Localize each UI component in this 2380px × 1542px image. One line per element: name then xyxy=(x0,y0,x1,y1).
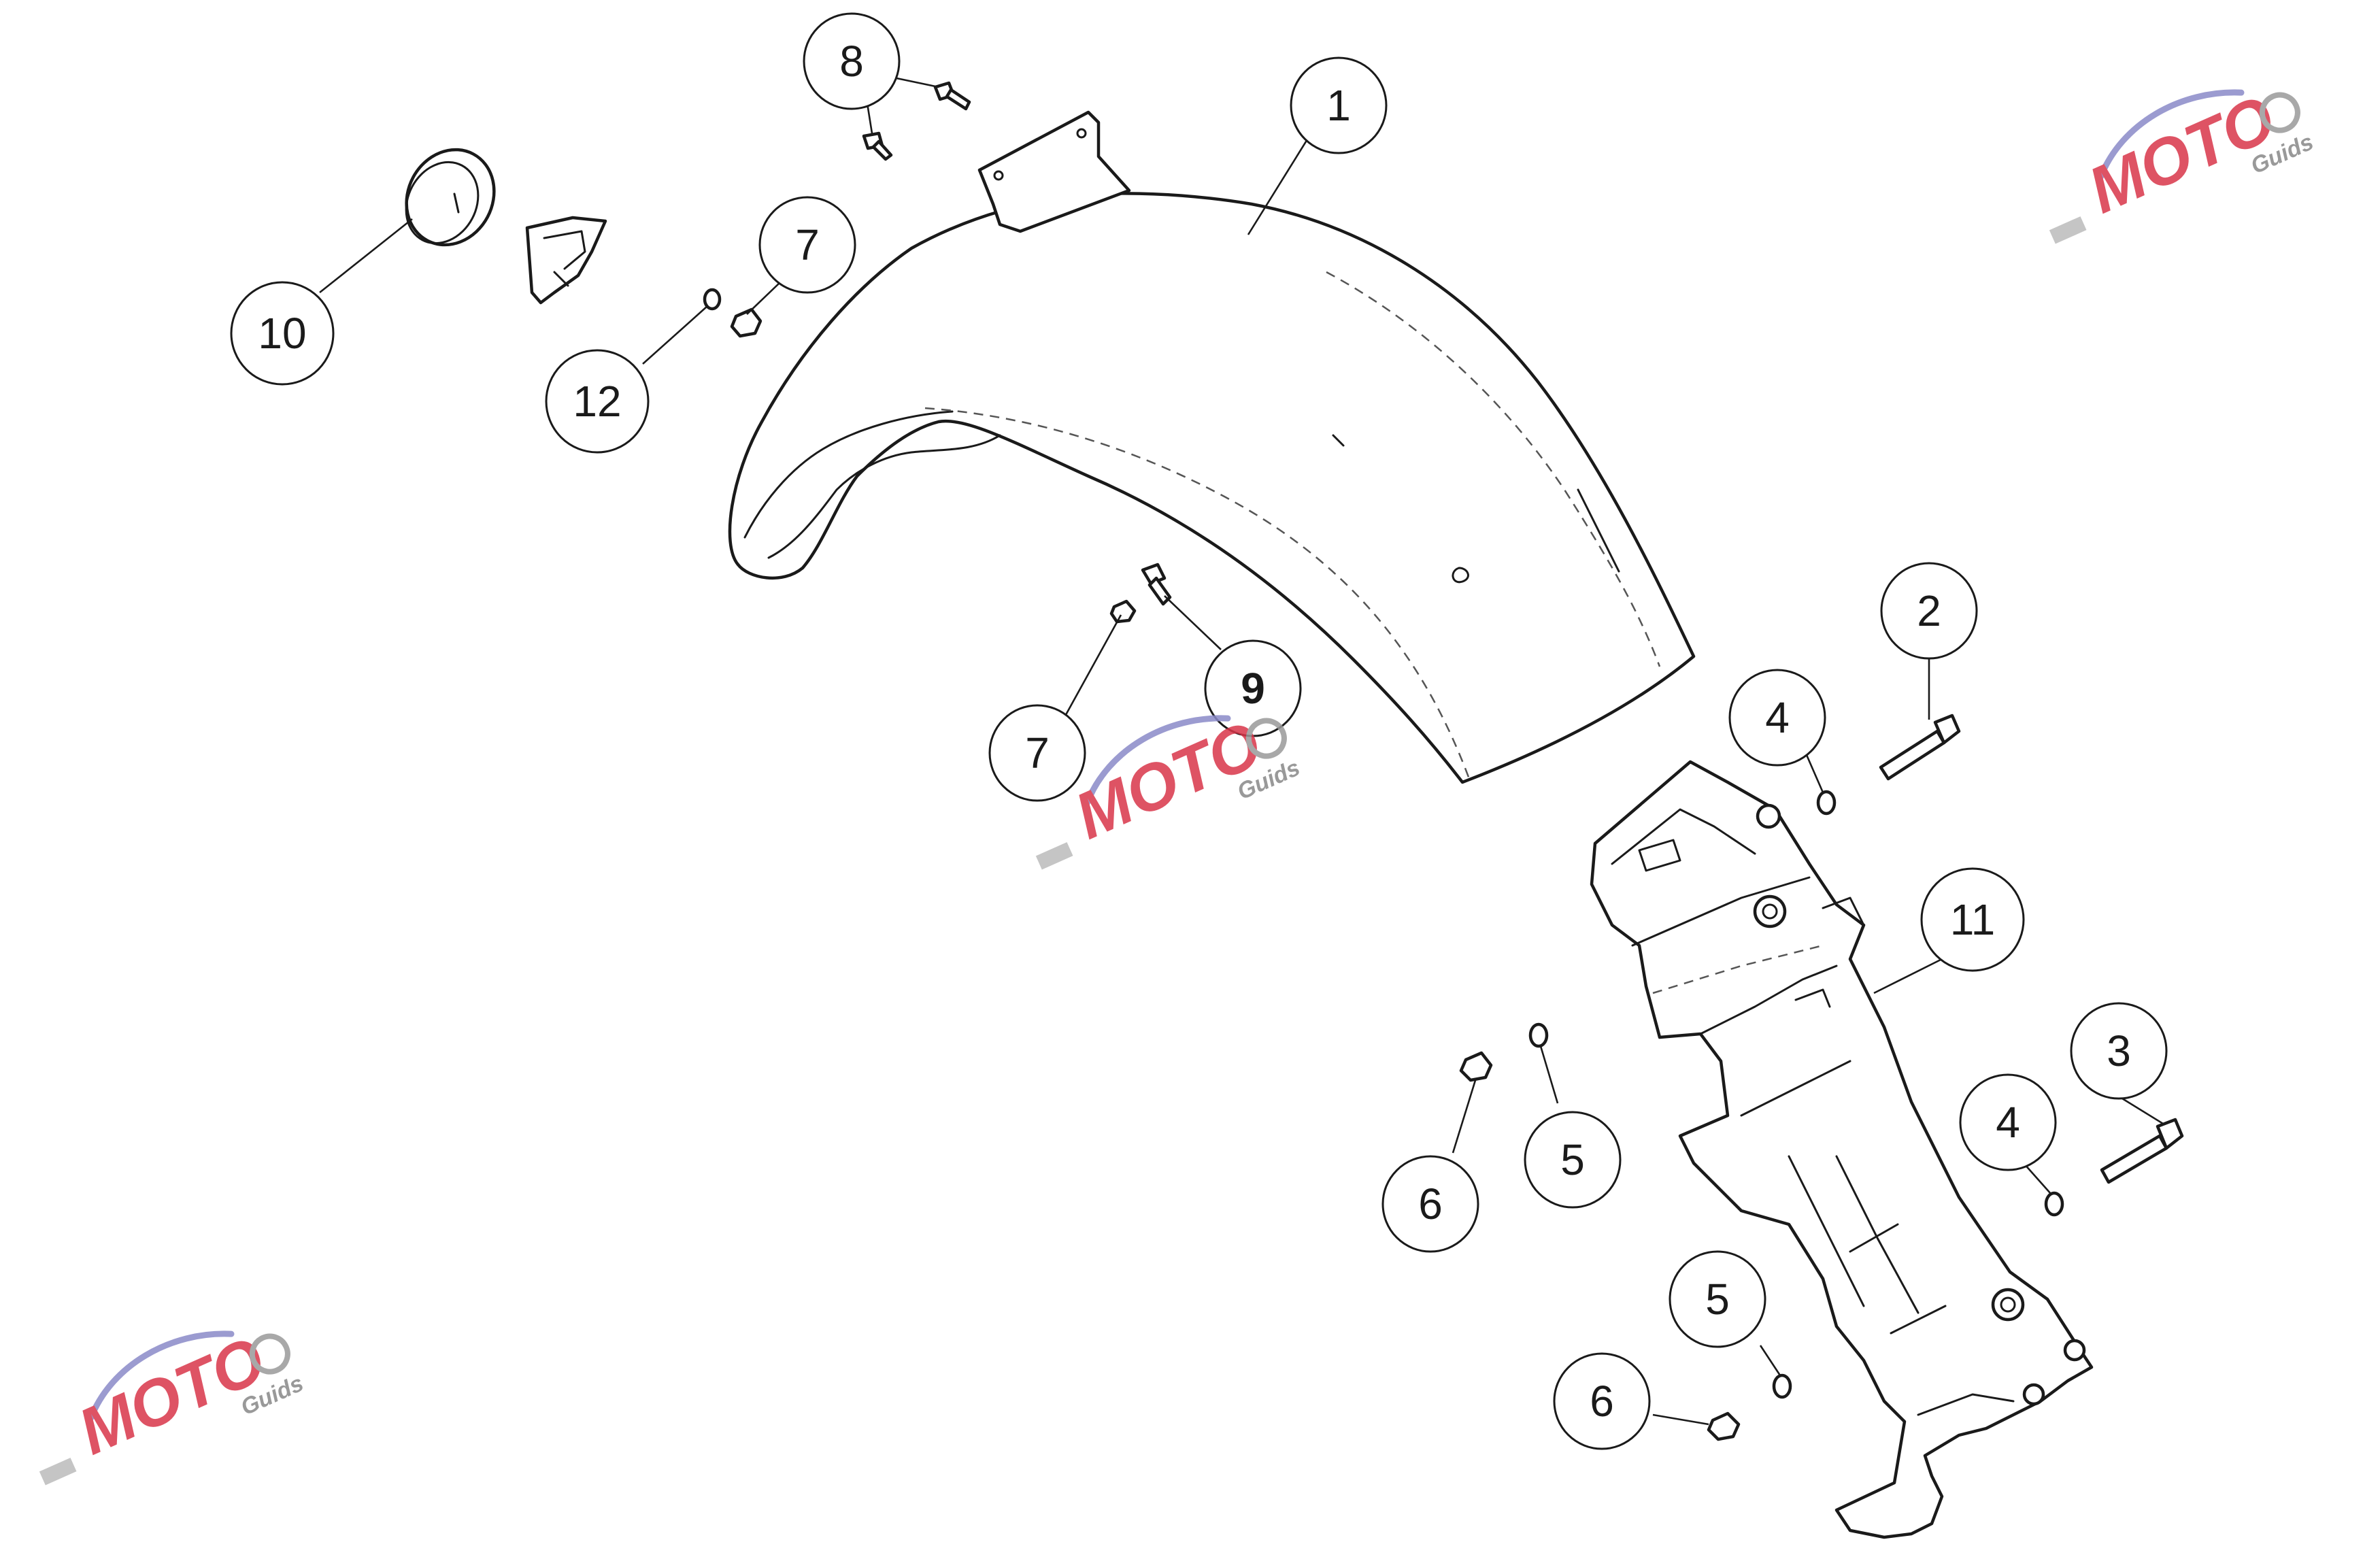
gear-icon xyxy=(2259,92,2300,133)
svg-text:6: 6 xyxy=(1418,1179,1443,1228)
part-screw-9 xyxy=(1141,563,1172,606)
callout-7-top: 7 xyxy=(758,196,856,294)
part-reflector xyxy=(405,148,496,247)
part-screw-8-a xyxy=(933,81,971,111)
svg-text:8: 8 xyxy=(839,37,864,86)
svg-text:1: 1 xyxy=(1326,81,1351,130)
part-washer-5-bottom xyxy=(1772,1373,1792,1399)
part-plate-bracket xyxy=(1590,760,2094,1539)
part-nut-7-mid xyxy=(1109,599,1137,624)
svg-text:5: 5 xyxy=(1560,1135,1585,1184)
svg-text:6: 6 xyxy=(1590,1377,1614,1426)
svg-text:7: 7 xyxy=(1025,728,1050,777)
svg-text:12: 12 xyxy=(573,377,621,426)
svg-text:2: 2 xyxy=(1917,586,1941,635)
callout-6-bottom: 6 xyxy=(1553,1352,1651,1450)
callout-4-bottom: 4 xyxy=(1959,1073,2057,1171)
part-washer-4-top xyxy=(1816,790,1837,816)
callout-8: 8 xyxy=(803,12,901,110)
callout-9: 9 xyxy=(1204,639,1302,737)
gear-icon xyxy=(249,1333,290,1375)
part-bolt-3 xyxy=(2100,1118,2184,1184)
part-nut-6-top xyxy=(1459,1051,1493,1082)
callout-5-top: 5 xyxy=(1524,1111,1622,1209)
svg-text:3: 3 xyxy=(2107,1026,2131,1075)
gear-icon xyxy=(1245,718,1287,759)
part-washer-5-top xyxy=(1528,1022,1549,1048)
svg-text:11: 11 xyxy=(1950,895,1995,944)
svg-text:4: 4 xyxy=(1765,693,1790,742)
part-bolt-2 xyxy=(1879,714,1961,781)
svg-text:10: 10 xyxy=(258,309,306,358)
svg-text:5: 5 xyxy=(1705,1275,1730,1324)
watermark-top-right: MOTO Guids xyxy=(2049,82,2317,244)
callout-3: 3 xyxy=(2070,1002,2168,1100)
callout-11: 11 xyxy=(1920,867,2025,972)
part-screw-8-b xyxy=(862,131,893,161)
callouts: 1 2 3 4 4 5 5 6 xyxy=(230,12,2168,1450)
callout-1: 1 xyxy=(1290,56,1388,154)
callout-4-top: 4 xyxy=(1728,669,1826,767)
callout-5-bottom: 5 xyxy=(1669,1250,1766,1348)
svg-text:7: 7 xyxy=(795,220,820,269)
part-nut-6-bottom xyxy=(1707,1411,1741,1441)
callout-6-top: 6 xyxy=(1381,1155,1479,1253)
part-fender xyxy=(728,110,1696,784)
leader-lines xyxy=(319,77,2164,1426)
svg-text:9: 9 xyxy=(1241,664,1265,713)
part-washer-4-bottom xyxy=(2044,1191,2064,1217)
part-nut-7-top xyxy=(730,307,762,338)
part-reflector-bracket xyxy=(525,216,607,305)
callout-10: 10 xyxy=(230,281,335,386)
part-washer-12 xyxy=(703,288,722,311)
callout-2: 2 xyxy=(1880,562,1978,660)
svg-text:4: 4 xyxy=(1996,1098,2020,1147)
callout-12: 12 xyxy=(545,349,650,454)
watermark-bottom-left: MOTO Guids xyxy=(39,1323,307,1486)
callout-7-mid: 7 xyxy=(988,704,1086,802)
